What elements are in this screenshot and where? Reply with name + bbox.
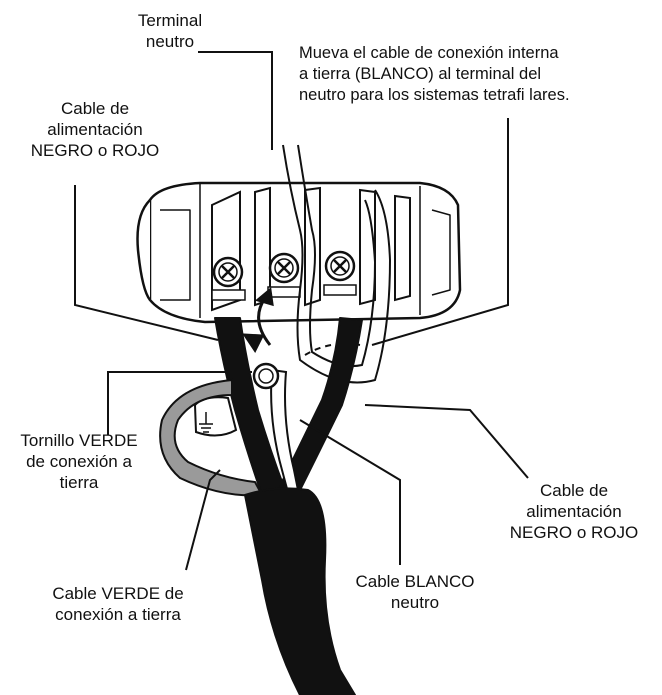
terminal-screws (211, 250, 357, 301)
leader-green-cable (185, 469, 221, 571)
leader-terminal-neutro (198, 51, 273, 150)
leader-power-right (364, 404, 529, 479)
leader-lines (74, 51, 529, 571)
label-terminal-neutro: Terminal neutro (137, 11, 203, 51)
label-power-cable-right: Cable de alimentación NEGRO o ROJO (509, 481, 639, 542)
leader-instruction (371, 118, 509, 346)
leader-white-neutral (299, 419, 401, 565)
internal-ground-strap (282, 144, 392, 384)
label-instruction: Mueva el cable de conexión interna a tie… (299, 44, 570, 104)
label-green-screw: Tornillo VERDE de conexión a tierra (20, 431, 138, 492)
leader-green-screw (107, 371, 252, 435)
label-green-cable: Cable VERDE de conexión a tierra (52, 584, 184, 624)
leader-power-left (74, 185, 219, 341)
screw-right (323, 250, 357, 296)
screw-center (267, 252, 301, 298)
ground-screw (252, 362, 280, 390)
cable-jacket (244, 487, 356, 695)
move-arrow-icon (242, 287, 274, 353)
screw-left (211, 256, 246, 301)
label-white-neutral-cable: Cable BLANCO neutro (355, 572, 475, 612)
ground-symbol-icon (193, 396, 238, 437)
label-power-cable-left: Cable de alimentación NEGRO o ROJO (30, 99, 160, 160)
